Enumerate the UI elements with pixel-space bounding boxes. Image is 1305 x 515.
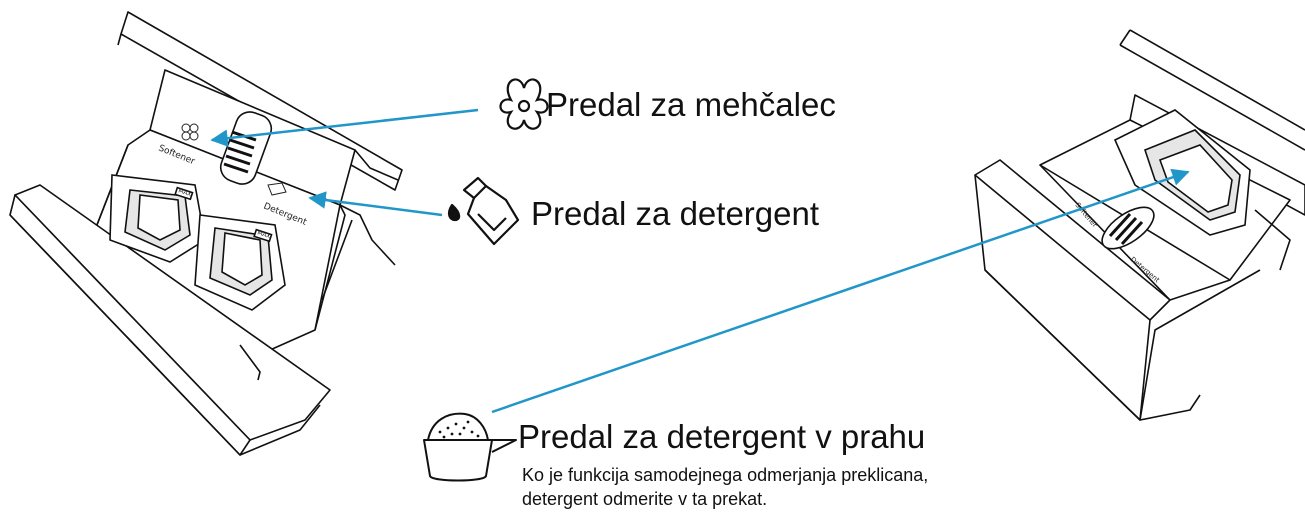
max-mark-left-2: MAX [256,229,271,240]
powder-note-line2: detergent odmerite v ta prekat. [522,489,768,509]
softener-label: Predal za mehčalec [546,86,836,123]
left-compartments [109,174,286,311]
detergent-bottle-icon [447,176,520,246]
right-softener-vent [1101,206,1155,250]
powder-note-line1: Ko je funkcija samodejnega odmerjanja pr… [522,465,929,485]
powder-scoop-icon [423,412,517,482]
max-mark-left-1: MAX [177,187,192,198]
detergent-label: Predal za detergent [531,195,820,232]
left-detergent-mini-icon [267,182,287,196]
powder-detergent-label: Predal za detergent v prahu [518,418,926,455]
leader-lines [210,108,1190,414]
softener-leader-line [210,108,479,147]
powder-leader-line [491,168,1190,414]
detergent-leader-line [308,191,443,217]
flower-softener-icon [499,78,549,130]
left-softener-mini-icon [181,123,199,141]
left-softener-vent [219,111,273,185]
